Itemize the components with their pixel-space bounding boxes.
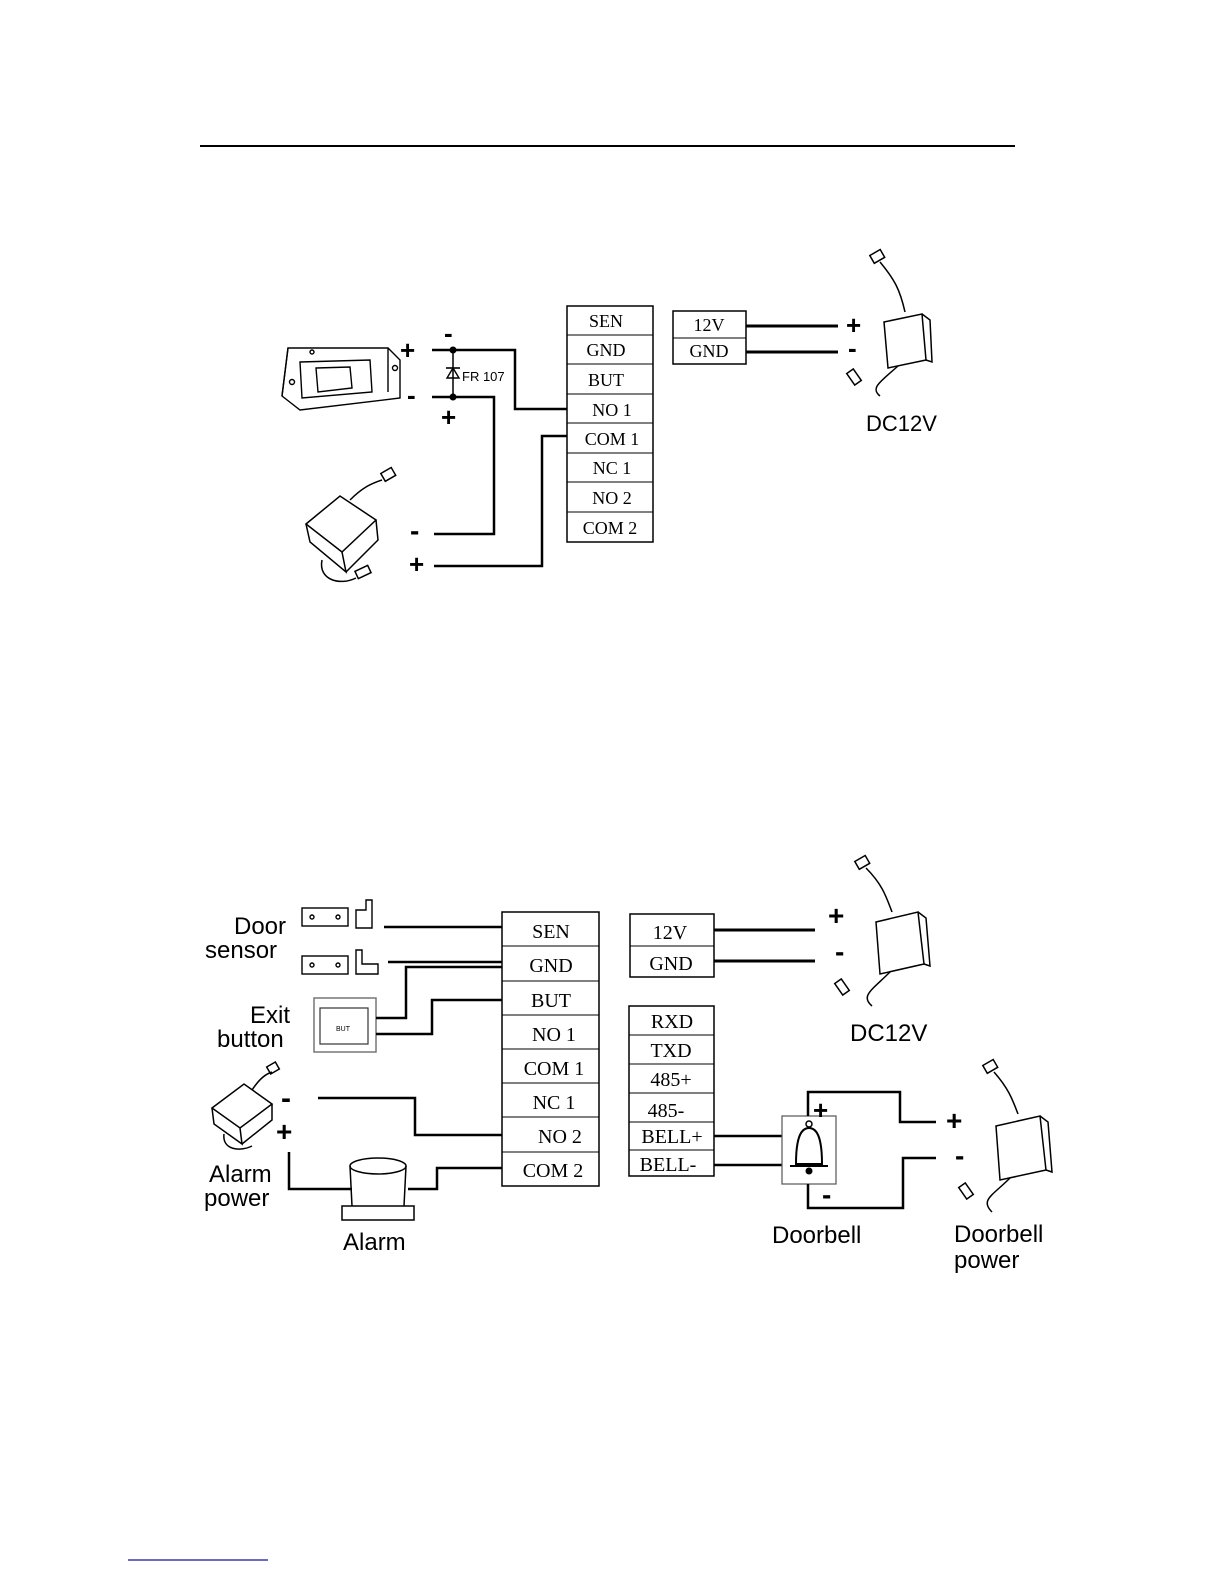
power-label: DC12V <box>866 411 937 436</box>
terminal-power-gnd: GND <box>690 341 729 361</box>
terminal2-nc1: NC 1 <box>533 1092 576 1114</box>
terminal-block-1: SEN GND BUT NO 1 COM 1 NC 1 NO 2 COM 2 <box>567 306 653 542</box>
door-sensor-label-line2: sensor <box>205 937 277 964</box>
terminal-bell-plus: BELL+ <box>641 1126 702 1148</box>
terminal-but: BUT <box>588 370 624 390</box>
terminal2-com2: COM 2 <box>523 1160 584 1182</box>
terminal-rxd: RXD <box>651 1011 693 1033</box>
lock-plus-sign: + <box>400 335 415 365</box>
terminal2-no1: NO 1 <box>532 1024 576 1046</box>
diode-plus-sign: + <box>441 402 456 432</box>
diode-label: FR 107 <box>462 369 505 384</box>
adapter-plus-sign: + <box>409 549 424 579</box>
lock-strike-icon <box>282 348 400 410</box>
terminal-no2: NO 2 <box>592 488 632 508</box>
alarm-power-label-line1: Alarm <box>209 1161 272 1188</box>
terminal-12v: 12V <box>694 315 725 335</box>
adapter-minus-sign: - <box>410 515 419 546</box>
terminal-gnd: GND <box>587 340 626 360</box>
comm-terminal-block: RXD TXD 485+ 485- BELL+ BELL- <box>629 1006 714 1176</box>
doorbell-minus-sign: - <box>822 1179 831 1210</box>
power-terminal-block-1: 12V GND <box>673 311 746 364</box>
terminal-nc1: NC 1 <box>593 458 632 478</box>
diagram-full-wiring: SEN GND BUT NO 1 COM 1 NC 1 NO 2 COM 2 1… <box>204 856 1052 1274</box>
terminal-com2: COM 2 <box>583 518 638 538</box>
diagram-lock-wiring: SEN GND BUT NO 1 COM 1 NC 1 NO 2 COM 2 1… <box>282 250 937 582</box>
terminal-no1: NO 1 <box>592 400 632 420</box>
terminal2-but: BUT <box>531 990 571 1012</box>
alarm-power-plus-sign: + <box>276 1116 292 1147</box>
minus-sign: - <box>848 333 857 363</box>
terminal2-no2: NO 2 <box>538 1126 582 1148</box>
exit-button-icon: BUT <box>314 998 376 1052</box>
power-label-2: DC12V <box>850 1020 927 1047</box>
doorbell-label: Doorbell <box>772 1222 861 1249</box>
door-sensor-label-line1: Door <box>234 913 286 940</box>
alarm-label: Alarm <box>343 1229 406 1256</box>
terminal2-sen: SEN <box>532 921 570 943</box>
terminal-bell-minus: BELL- <box>640 1154 697 1176</box>
doorbell-power-plus-sign: + <box>946 1105 962 1136</box>
doorbell-power-minus-sign: - <box>955 1140 964 1171</box>
terminal-txd: TXD <box>650 1040 691 1062</box>
terminal2-power-gnd: GND <box>649 953 692 975</box>
exit-button-label-line1: Exit <box>250 1002 290 1029</box>
terminal-com1: COM 1 <box>585 429 640 449</box>
doorbell-power-label-line2: power <box>954 1247 1019 1274</box>
terminal2-gnd: GND <box>529 955 572 977</box>
doorbell-icon <box>782 1116 836 1184</box>
alarm-power-adapter-icon <box>212 1062 279 1149</box>
terminal-sen: SEN <box>589 311 623 331</box>
doorbell-plus-sign: + <box>813 1095 828 1125</box>
exit-button-label-line2: button <box>217 1026 284 1053</box>
doorbell-power-label-line1: Doorbell <box>954 1221 1043 1248</box>
terminal-block-2: SEN GND BUT NO 1 COM 1 NC 1 NO 2 COM 2 <box>502 912 599 1186</box>
power-terminal-block-2: 12V GND <box>630 914 714 977</box>
diode-minus-sign: - <box>444 318 453 348</box>
terminal2-com1: COM 1 <box>524 1058 585 1080</box>
door-sensor-icon <box>302 900 378 974</box>
doorbell-power-adapter-icon <box>959 1060 1052 1212</box>
alarm-siren-icon <box>342 1158 414 1220</box>
power-adapter-icon-2 <box>835 856 930 1006</box>
lock-minus-sign: - <box>407 380 416 410</box>
plus-sign-2: + <box>828 900 844 931</box>
terminal-485-minus: 485- <box>648 1100 685 1122</box>
terminal-485-plus: 485+ <box>650 1069 691 1091</box>
exit-button-text: BUT <box>336 1026 351 1033</box>
minus-sign-2: - <box>835 936 844 967</box>
alarm-power-label-line2: power <box>204 1185 269 1212</box>
lock-power-adapter-icon <box>306 468 396 582</box>
terminal2-12v: 12V <box>653 922 688 944</box>
alarm-power-minus-sign: - <box>281 1082 291 1115</box>
